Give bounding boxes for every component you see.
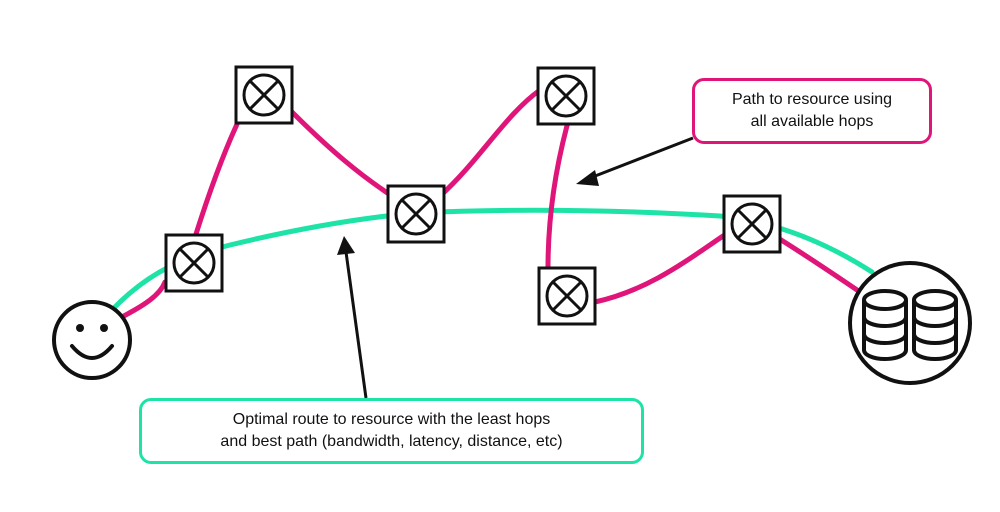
all-hops-callout-line1: Path to resource using xyxy=(731,91,893,108)
arrow-to-green-path xyxy=(344,251,368,399)
arrowhead-pink xyxy=(576,170,599,186)
router-icon xyxy=(386,184,446,244)
all-hops-callout-line2: all available hops xyxy=(750,113,874,130)
all-hops-path xyxy=(117,87,863,321)
router-icon xyxy=(234,65,294,125)
router-icon xyxy=(722,194,782,254)
router-icon xyxy=(537,266,597,326)
optimal-route-callout: Optimal route to resource with the least… xyxy=(139,398,644,464)
smiley-face-icon xyxy=(52,300,132,380)
optimal-route-callout-line1: Optimal route to resource with the least… xyxy=(232,411,551,428)
database-icon xyxy=(848,261,972,385)
all-hops-callout: Path to resource using all available hop… xyxy=(692,78,932,144)
router-icon xyxy=(536,66,596,126)
database-stack-right xyxy=(912,289,958,361)
arrow-to-pink-path xyxy=(589,136,694,180)
arrowhead-green xyxy=(337,236,355,255)
router-icon xyxy=(164,233,224,293)
optimal-route-callout-line2: and best path (bandwidth, latency, dista… xyxy=(220,433,563,450)
database-stack-left xyxy=(862,289,908,361)
